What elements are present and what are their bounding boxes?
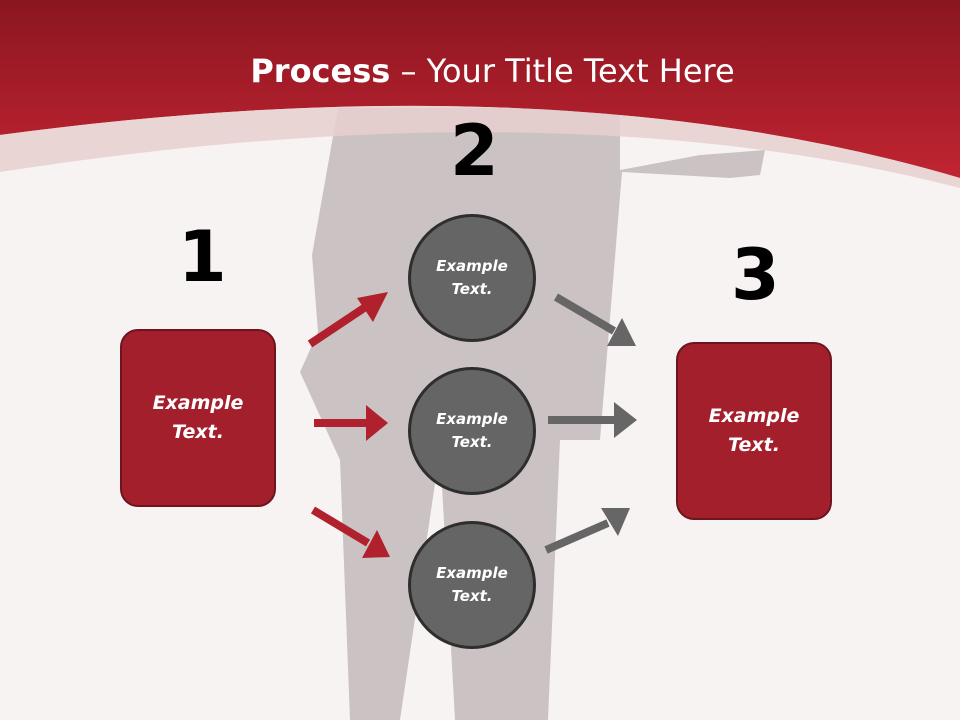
circle-3-text: Example Text. bbox=[436, 564, 508, 605]
title-bold: Process bbox=[250, 52, 391, 90]
slide-title: Process – Your Title Text Here bbox=[0, 52, 960, 90]
circle-2: Example Text. bbox=[408, 367, 536, 495]
step-number-1: 1 bbox=[178, 216, 227, 298]
step-number-3: 3 bbox=[731, 234, 780, 316]
arrow-red-mid bbox=[314, 405, 388, 441]
arrow-red-up bbox=[307, 292, 388, 348]
header-swoosh bbox=[0, 105, 960, 188]
circle-3: Example Text. bbox=[408, 521, 536, 649]
header-band bbox=[0, 0, 960, 178]
circle-1-text: Example Text. bbox=[436, 257, 508, 298]
circle-1: Example Text. bbox=[408, 214, 536, 342]
step-box-1-text: Example Text. bbox=[152, 392, 244, 443]
step-number-2: 2 bbox=[450, 110, 499, 192]
arrow-red-down bbox=[310, 506, 390, 558]
step-box-3: Example Text. bbox=[676, 342, 832, 520]
arrow-gray-mid bbox=[548, 402, 637, 438]
circle-2-text: Example Text. bbox=[436, 410, 508, 451]
arrow-gray-down bbox=[544, 508, 630, 554]
step-box-3-text: Example Text. bbox=[708, 405, 800, 456]
title-rest: – Your Title Text Here bbox=[390, 52, 735, 90]
arrow-gray-up bbox=[553, 293, 636, 346]
step-box-1: Example Text. bbox=[120, 329, 276, 507]
